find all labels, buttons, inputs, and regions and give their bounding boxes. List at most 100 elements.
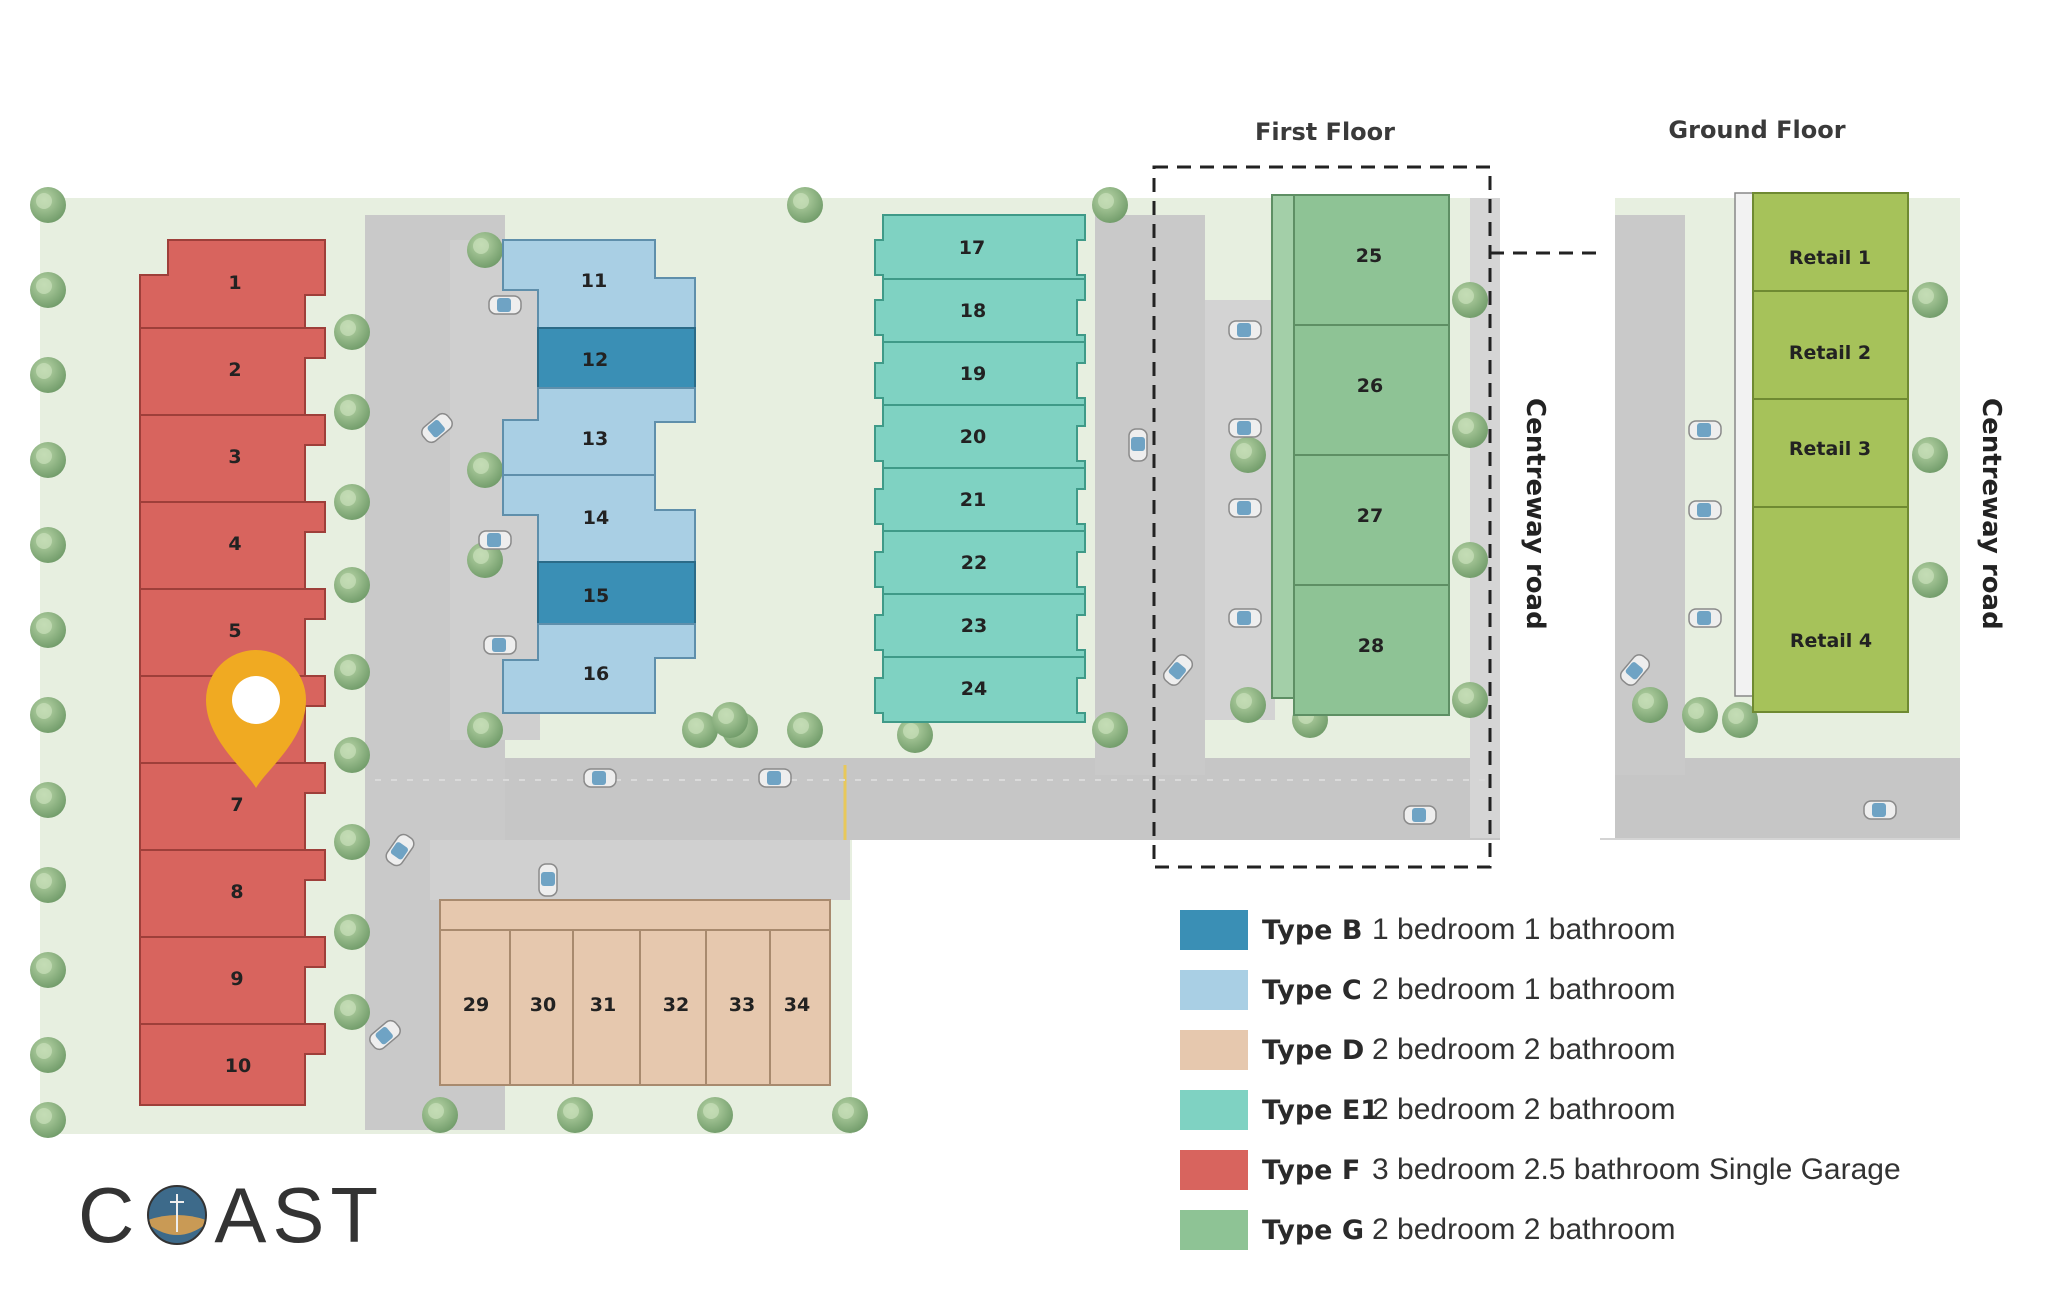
tree-icon (1092, 187, 1128, 223)
unit-label-10: 10 (225, 1055, 251, 1077)
unit-24[interactable] (874, 656, 1086, 723)
legend-swatch (1180, 1150, 1248, 1190)
unit-label-28: 28 (1358, 635, 1384, 657)
tree-icon (1682, 697, 1718, 733)
unit-30[interactable] (509, 929, 574, 1086)
unit-33[interactable] (705, 929, 771, 1086)
map-pin-icon[interactable] (206, 650, 306, 788)
tree-icon (1912, 562, 1948, 598)
tree-icon (1452, 282, 1488, 318)
car-icon (1228, 498, 1262, 518)
unit-25[interactable] (1293, 194, 1450, 326)
tree-icon (1912, 282, 1948, 318)
unit-label-32: 32 (663, 994, 689, 1016)
unit-label-26: 26 (1357, 375, 1383, 397)
unit-label-33: 33 (729, 994, 755, 1016)
retail-4[interactable] (1752, 506, 1909, 713)
tree-icon (1632, 687, 1668, 723)
type-f-units: 1 2 3 4 5 7 8 9 10 (139, 239, 326, 1106)
tree-icon (334, 314, 370, 350)
unit-label-21: 21 (960, 489, 986, 511)
car-icon (1403, 805, 1437, 825)
unit-label-22: 22 (961, 552, 987, 574)
unit-label-15: 15 (583, 585, 609, 607)
main-road (370, 758, 1500, 840)
retail-label-3: Retail 3 (1789, 438, 1871, 460)
legend-swatch (1180, 1030, 1248, 1070)
legend-type: Type F (1262, 1154, 1361, 1186)
unit-label-29: 29 (463, 994, 489, 1016)
tree-icon (30, 867, 66, 903)
unit-label-24: 24 (961, 678, 987, 700)
first-floor-callout (1152, 165, 1600, 869)
legend-desc: 2 bedroom 2 bathroom (1372, 1033, 1676, 1066)
tree-icon (334, 654, 370, 690)
unit-25-26-27-28-side (1271, 194, 1295, 699)
legend-row-type-e1: Type E1 2 bedroom 2 bathroom (1180, 1080, 2040, 1140)
unit-label-9: 9 (230, 968, 243, 990)
unit-label-7: 7 (230, 794, 243, 816)
car-icon (478, 530, 512, 550)
unit-label-2: 2 (228, 359, 241, 381)
tree-icon (30, 697, 66, 733)
tree-icon (334, 394, 370, 430)
tree-icon (30, 1102, 66, 1138)
unit-34[interactable] (769, 929, 831, 1086)
legend-row-type-b: Type B 1 bedroom 1 bathroom (1180, 900, 2040, 960)
unit-label-5: 5 (228, 620, 241, 642)
unit-12[interactable] (537, 327, 696, 389)
legend-row-type-g: Type G 2 bedroom 2 bathroom (1180, 1200, 2040, 1260)
unit-label-23: 23 (961, 615, 987, 637)
legend-desc: 3 bedroom 2.5 bathroom Single Garage (1372, 1153, 1901, 1186)
unit-26[interactable] (1293, 324, 1450, 456)
legend-swatch (1180, 970, 1248, 1010)
retail-1[interactable] (1752, 192, 1909, 292)
unit-28[interactable] (1293, 584, 1450, 716)
tree-icon (334, 484, 370, 520)
legend: Type B 1 bedroom 1 bathroom Type C 2 bed… (1180, 900, 2040, 1260)
road-label-first-floor: Centreway road (1520, 398, 1550, 630)
unit-15[interactable] (537, 561, 696, 625)
unit-label-17: 17 (959, 237, 985, 259)
unit-label-14: 14 (583, 507, 609, 529)
tree-icon (1912, 437, 1948, 473)
car-icon (1228, 320, 1262, 340)
unit-10[interactable] (139, 1023, 326, 1106)
unit-32[interactable] (639, 929, 707, 1086)
tree-icon (467, 232, 503, 268)
unit-label-16: 16 (583, 663, 609, 685)
car-icon (538, 863, 558, 897)
tree-icon (422, 1097, 458, 1133)
legend-desc: 2 bedroom 2 bathroom (1372, 1093, 1676, 1126)
unit-label-12: 12 (582, 349, 608, 371)
tree-icon (1230, 687, 1266, 723)
tree-icon (30, 442, 66, 478)
legend-row-type-c: Type C 2 bedroom 1 bathroom (1180, 960, 2040, 1020)
tree-icon (30, 272, 66, 308)
ground-floor-title: Ground Floor (1668, 116, 1845, 144)
car-icon (488, 295, 522, 315)
retail-label-2: Retail 2 (1789, 342, 1871, 364)
right-driveway (1095, 215, 1205, 775)
logo-letters-ast: AST (214, 1171, 385, 1259)
road-label-ground-floor: Centreway road (1976, 398, 2006, 630)
tree-icon (1452, 412, 1488, 448)
car-icon (1863, 800, 1897, 820)
legend-swatch (1180, 1090, 1248, 1130)
tree-icon (1452, 682, 1488, 718)
car-icon (483, 635, 517, 655)
retail-label-4: Retail 4 (1790, 630, 1872, 652)
tree-icon (334, 567, 370, 603)
legend-row-type-d: Type D 2 bedroom 2 bathroom (1180, 1020, 2040, 1080)
retail-units: Retail 1 Retail 2 Retail 3 Retail 4 (1734, 192, 1909, 713)
unit-label-25: 25 (1356, 245, 1382, 267)
type-d-roof-strip (439, 899, 831, 931)
unit-16[interactable] (502, 623, 696, 714)
unit-27[interactable] (1293, 454, 1450, 586)
tree-icon (832, 1097, 868, 1133)
tree-icon (334, 994, 370, 1030)
legend-swatch (1180, 910, 1248, 950)
tree-icon (467, 452, 503, 488)
legend-row-type-f: Type F 3 bedroom 2.5 bathroom Single Gar… (1180, 1140, 2040, 1200)
